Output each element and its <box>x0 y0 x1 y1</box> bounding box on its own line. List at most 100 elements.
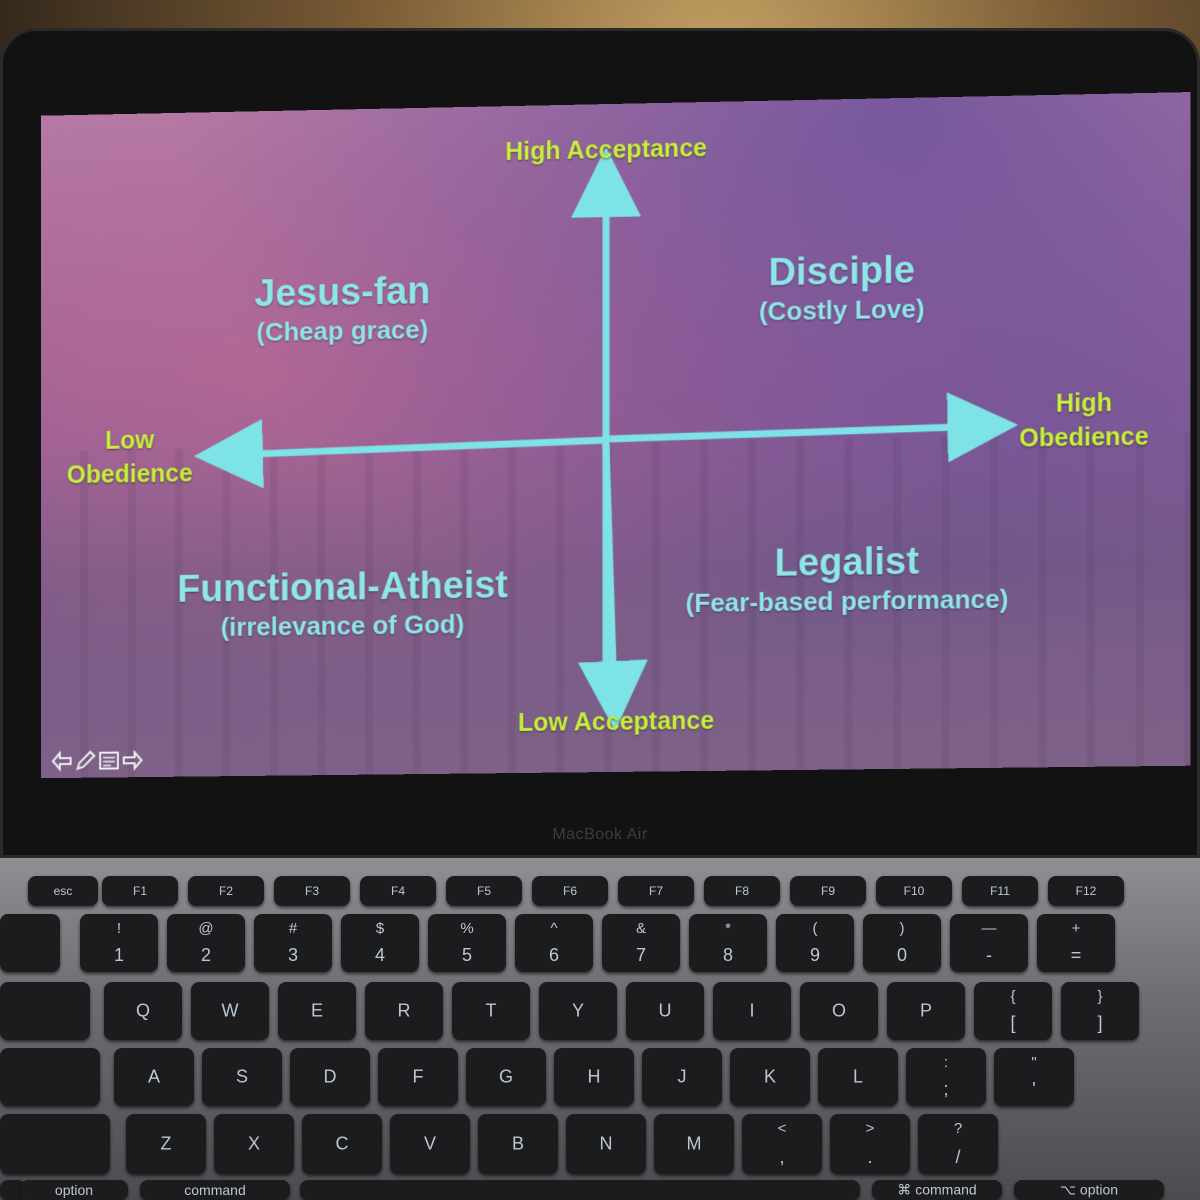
key-=[interactable]: += <box>1037 914 1115 972</box>
axis-label-top: High Acceptance <box>456 133 756 168</box>
key-B[interactable]: B <box>478 1114 558 1174</box>
key-punct[interactable]: >. <box>830 1114 910 1174</box>
key-f1[interactable]: F1 <box>102 876 178 906</box>
key-D[interactable]: D <box>290 1048 370 1106</box>
key-esc[interactable]: esc <box>28 876 98 906</box>
key-[interactable]: {[ <box>974 982 1052 1040</box>
key-4[interactable]: $4 <box>341 914 419 972</box>
key-label: Z <box>126 1134 206 1155</box>
key-label: D <box>290 1067 370 1088</box>
key-punct[interactable]: ?/ <box>918 1114 998 1174</box>
key-label: # <box>254 920 332 937</box>
key-f2[interactable]: F2 <box>188 876 264 906</box>
key-left-shift[interactable] <box>0 1114 110 1174</box>
horizontal-axis-line-left <box>228 440 606 455</box>
key-0[interactable]: )0 <box>863 914 941 972</box>
key-6[interactable]: ^6 <box>515 914 593 972</box>
key-label: : <box>906 1054 986 1071</box>
key-label: F12 <box>1048 884 1124 898</box>
notes-icon[interactable] <box>98 750 120 772</box>
quadrant-top-left: Jesus-fan (Cheap grace) <box>209 268 477 348</box>
key-tab[interactable] <box>0 982 90 1040</box>
key-P[interactable]: P <box>887 982 965 1040</box>
back-arrow-icon[interactable] <box>51 750 73 772</box>
key-f9[interactable]: F9 <box>790 876 866 906</box>
key-label: F9 <box>790 884 866 898</box>
key-label: F11 <box>962 884 1038 898</box>
key-C[interactable]: C <box>302 1114 382 1174</box>
key-L[interactable]: L <box>818 1048 898 1106</box>
key-N[interactable]: N <box>566 1114 646 1174</box>
key-f5[interactable]: F5 <box>446 876 522 906</box>
key-O[interactable]: O <box>800 982 878 1040</box>
key-label: F1 <box>102 884 178 898</box>
key-H[interactable]: H <box>554 1048 634 1106</box>
key-M[interactable]: M <box>654 1114 734 1174</box>
key-f8[interactable]: F8 <box>704 876 780 906</box>
key-f12[interactable]: F12 <box>1048 876 1124 906</box>
key-R[interactable]: R <box>365 982 443 1040</box>
key-f3[interactable]: F3 <box>274 876 350 906</box>
key-8[interactable]: *8 <box>689 914 767 972</box>
key-W[interactable]: W <box>191 982 269 1040</box>
key-label: Q <box>104 1001 182 1022</box>
key-option-right[interactable]: ⌥ option <box>1014 1180 1164 1200</box>
key-Q[interactable]: Q <box>104 982 182 1040</box>
key-f10[interactable]: F10 <box>876 876 952 906</box>
quadrant-title: Jesus-fan <box>209 268 477 317</box>
key-f4[interactable]: F4 <box>360 876 436 906</box>
key-backtick[interactable] <box>0 914 60 972</box>
key-command-right[interactable]: ⌘ command <box>872 1180 1002 1200</box>
key-f11[interactable]: F11 <box>962 876 1038 906</box>
key-punct[interactable]: <, <box>742 1114 822 1174</box>
key-2[interactable]: @2 <box>167 914 245 972</box>
key-V[interactable]: V <box>390 1114 470 1174</box>
axis-label-left-line1: Low <box>41 422 218 459</box>
key-option-left[interactable]: option <box>20 1180 128 1200</box>
key-label: K <box>730 1067 810 1088</box>
key-G[interactable]: G <box>466 1048 546 1106</box>
key-label: S <box>202 1067 282 1088</box>
key-space[interactable] <box>300 1180 860 1200</box>
key-label: L <box>818 1067 898 1088</box>
key-Y[interactable]: Y <box>539 982 617 1040</box>
keyboard-deck: escF1F2F3F4F5F6F7F8F9F10F11F12!1@2#3$4%5… <box>0 858 1200 1200</box>
key-label: 3 <box>254 945 332 966</box>
key-Z[interactable]: Z <box>126 1114 206 1174</box>
key-f7[interactable]: F7 <box>618 876 694 906</box>
key-9[interactable]: (9 <box>776 914 854 972</box>
key-1[interactable]: !1 <box>80 914 158 972</box>
key-E[interactable]: E <box>278 982 356 1040</box>
key-label: G <box>466 1067 546 1088</box>
quadrant-bottom-left: Functional-Atheist (irrelevance of God) <box>140 563 547 644</box>
key-f6[interactable]: F6 <box>532 876 608 906</box>
key-label: U <box>626 1001 704 1022</box>
key-K[interactable]: K <box>730 1048 810 1106</box>
key-label: % <box>428 920 506 937</box>
key-A[interactable]: A <box>114 1048 194 1106</box>
key-punct[interactable]: :; <box>906 1048 986 1106</box>
key-S[interactable]: S <box>202 1048 282 1106</box>
key-[interactable]: }] <box>1061 982 1139 1040</box>
key-label: option <box>20 1182 128 1198</box>
quadrant-title: Legalist <box>651 538 1043 588</box>
key-F[interactable]: F <box>378 1048 458 1106</box>
key-X[interactable]: X <box>214 1114 294 1174</box>
key-label: F6 <box>532 884 608 898</box>
key-label: W <box>191 1001 269 1022</box>
key-J[interactable]: J <box>642 1048 722 1106</box>
presentation-slide: High Acceptance Low Acceptance Low Obedi… <box>41 92 1190 778</box>
key-5[interactable]: %5 <box>428 914 506 972</box>
key-label: ; <box>906 1079 986 1100</box>
key-command-left[interactable]: command <box>140 1180 290 1200</box>
key-T[interactable]: T <box>452 982 530 1040</box>
key-caps-lock[interactable] <box>0 1048 100 1106</box>
key-I[interactable]: I <box>713 982 791 1040</box>
key-3[interactable]: #3 <box>254 914 332 972</box>
key-punct[interactable]: "' <box>994 1048 1074 1106</box>
key-7[interactable]: &7 <box>602 914 680 972</box>
key-U[interactable]: U <box>626 982 704 1040</box>
key--[interactable]: —- <box>950 914 1028 972</box>
forward-arrow-icon[interactable] <box>122 749 144 771</box>
pencil-icon[interactable] <box>75 750 97 772</box>
